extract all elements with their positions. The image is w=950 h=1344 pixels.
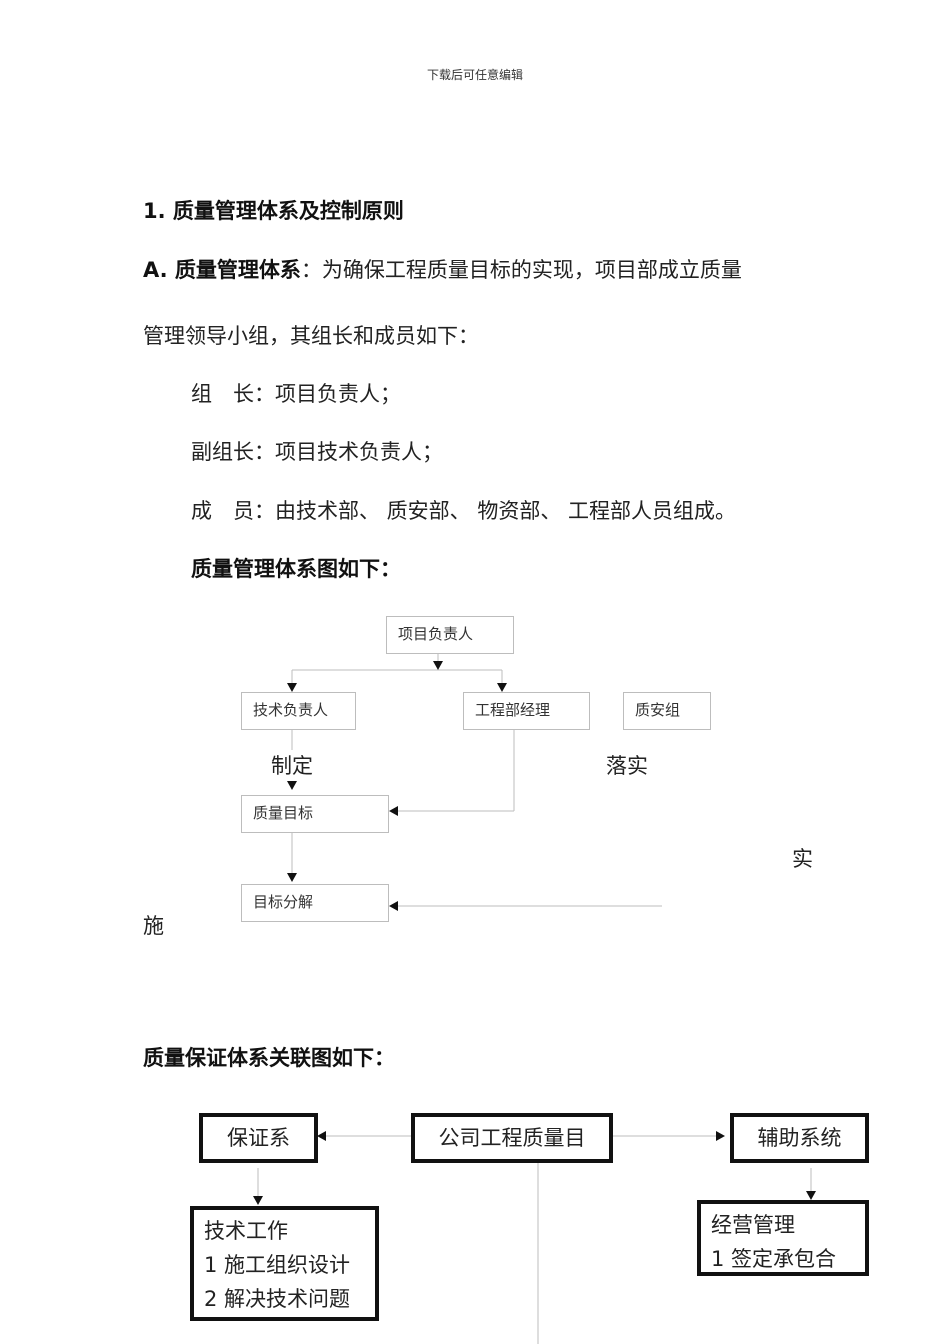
- member-value: 项目负责人；: [275, 382, 401, 406]
- paragraph-a: A. 质量管理体系：为确保工程质量目标的实现，项目部成立质量: [143, 254, 742, 284]
- node-guarantee-system: 保证系: [199, 1113, 318, 1163]
- paragraph-a-text: ：为确保工程质量目标的实现，项目部成立质量: [300, 258, 742, 282]
- member-role: 副组长：: [191, 440, 275, 464]
- member-leader: 组 长：项目负责人；: [191, 378, 401, 408]
- diagram2-caption: 质量保证体系关联图如下：: [143, 1046, 395, 1070]
- tech-work-title: 技术工作: [204, 1219, 288, 1243]
- label-shi2: 施: [143, 914, 164, 938]
- member-value: 由技术部、 质安部、 物资部、 工程部人员组成。: [275, 499, 737, 523]
- section-title: 1. 质量管理体系及控制原则: [143, 199, 404, 223]
- node-goal-decompose: 目标分解: [241, 884, 389, 922]
- member-members: 成 员：由技术部、 质安部、 物资部、 工程部人员组成。: [191, 495, 736, 525]
- tech-work-item: 2 解决技术问题: [204, 1287, 351, 1311]
- node-tech-lead: 技术负责人: [241, 692, 356, 730]
- node-company-quality-goal: 公司工程质量目: [411, 1113, 613, 1163]
- label-shi: 实: [792, 847, 813, 871]
- diagram1-caption: 质量管理体系图如下：: [191, 557, 401, 581]
- node-quality-goal: 质量目标: [241, 795, 389, 833]
- node-quality-safety: 质安组: [623, 692, 711, 730]
- node-tech-work: 技术工作 1 施工组织设计 2 解决技术问题: [190, 1206, 379, 1321]
- node-eng-manager: 工程部经理: [463, 692, 590, 730]
- business-mgmt-item: 1 签定承包合: [711, 1247, 837, 1271]
- tech-work-item: 1 施工组织设计: [204, 1253, 351, 1277]
- label-implement: 落实: [606, 754, 648, 778]
- paragraph-a-continued: 管理领导小组，其组长和成员如下：: [143, 324, 479, 348]
- member-value: 项目技术负责人；: [275, 440, 443, 464]
- paragraph-a-heading: A. 质量管理体系: [143, 258, 301, 282]
- member-deputy: 副组长：项目技术负责人；: [191, 436, 443, 466]
- label-formulate: 制定: [271, 754, 313, 778]
- member-role: 成 员：: [191, 499, 275, 523]
- node-project-lead: 项目负责人: [386, 616, 514, 654]
- business-mgmt-title: 经营管理: [711, 1213, 795, 1237]
- member-role: 组 长：: [191, 382, 275, 406]
- page-header: 下载后可任意编辑: [426, 68, 523, 82]
- node-auxiliary-system: 辅助系统: [730, 1113, 869, 1163]
- node-business-mgmt: 经营管理 1 签定承包合: [697, 1200, 869, 1276]
